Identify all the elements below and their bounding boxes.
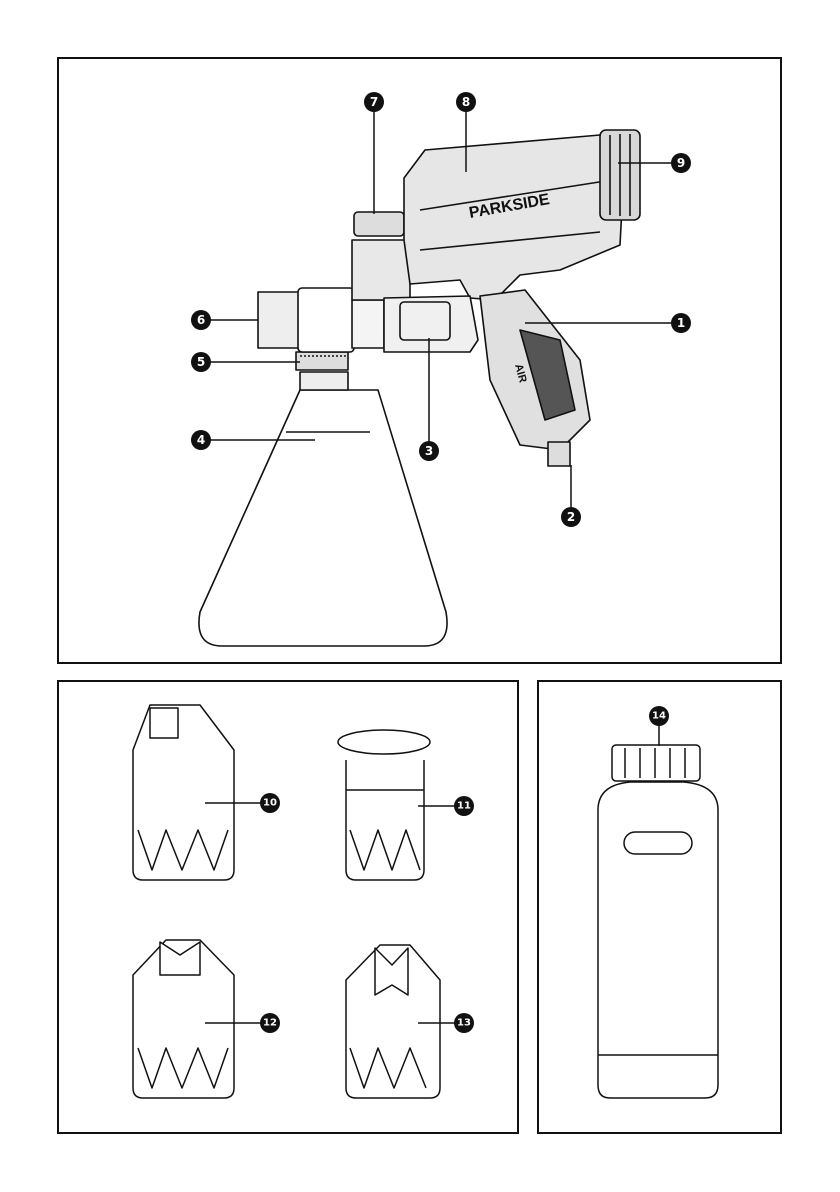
callout-10: 10	[260, 793, 280, 813]
callout-5: 5	[191, 352, 211, 372]
callout-11: 11	[454, 796, 474, 816]
foam-container	[198, 389, 448, 647]
nozzle-head	[257, 291, 301, 349]
svg-text:6: 6	[197, 313, 205, 327]
callout-8: 8	[456, 92, 476, 112]
container-neck	[299, 371, 349, 391]
trigger	[383, 295, 479, 353]
air-connector	[547, 441, 571, 467]
nozzle-11	[337, 729, 431, 881]
svg-text:11: 11	[457, 801, 471, 812]
callout-7: 7	[364, 92, 384, 112]
svg-text:14: 14	[652, 711, 666, 722]
svg-text:1: 1	[677, 316, 685, 330]
svg-text:12: 12	[263, 1018, 277, 1029]
nozzle-13	[345, 944, 441, 1099]
nozzle-10	[132, 704, 235, 881]
svg-text:3: 3	[425, 444, 433, 458]
callout-13: 13	[454, 1013, 474, 1033]
callout-12: 12	[260, 1013, 280, 1033]
svg-text:9: 9	[677, 156, 685, 170]
callout-1: 1	[671, 313, 691, 333]
nozzles-frame	[57, 680, 519, 1134]
nozzle-12	[132, 939, 235, 1099]
leader-lines	[205, 111, 672, 1024]
callout-4: 4	[191, 430, 211, 450]
flow-knob	[353, 211, 405, 237]
bottle-frame	[537, 680, 782, 1134]
gun-body	[403, 134, 626, 301]
svg-text:7: 7	[370, 95, 378, 109]
adjust-ring	[295, 351, 349, 371]
callout-14: 14	[649, 706, 669, 726]
callout-9: 9	[671, 153, 691, 173]
svg-text:4: 4	[197, 433, 205, 447]
svg-text:10: 10	[263, 798, 277, 809]
svg-text:13: 13	[457, 1018, 471, 1029]
svg-text:2: 2	[567, 510, 575, 524]
callout-6: 6	[191, 310, 211, 330]
refill-bottle	[597, 744, 719, 1099]
svg-text:8: 8	[462, 95, 470, 109]
main-figure-frame	[57, 57, 782, 664]
callout-3: 3	[419, 441, 439, 461]
grip-text: AIR	[512, 363, 529, 384]
callout-2: 2	[561, 507, 581, 527]
svg-text:5: 5	[197, 355, 205, 369]
